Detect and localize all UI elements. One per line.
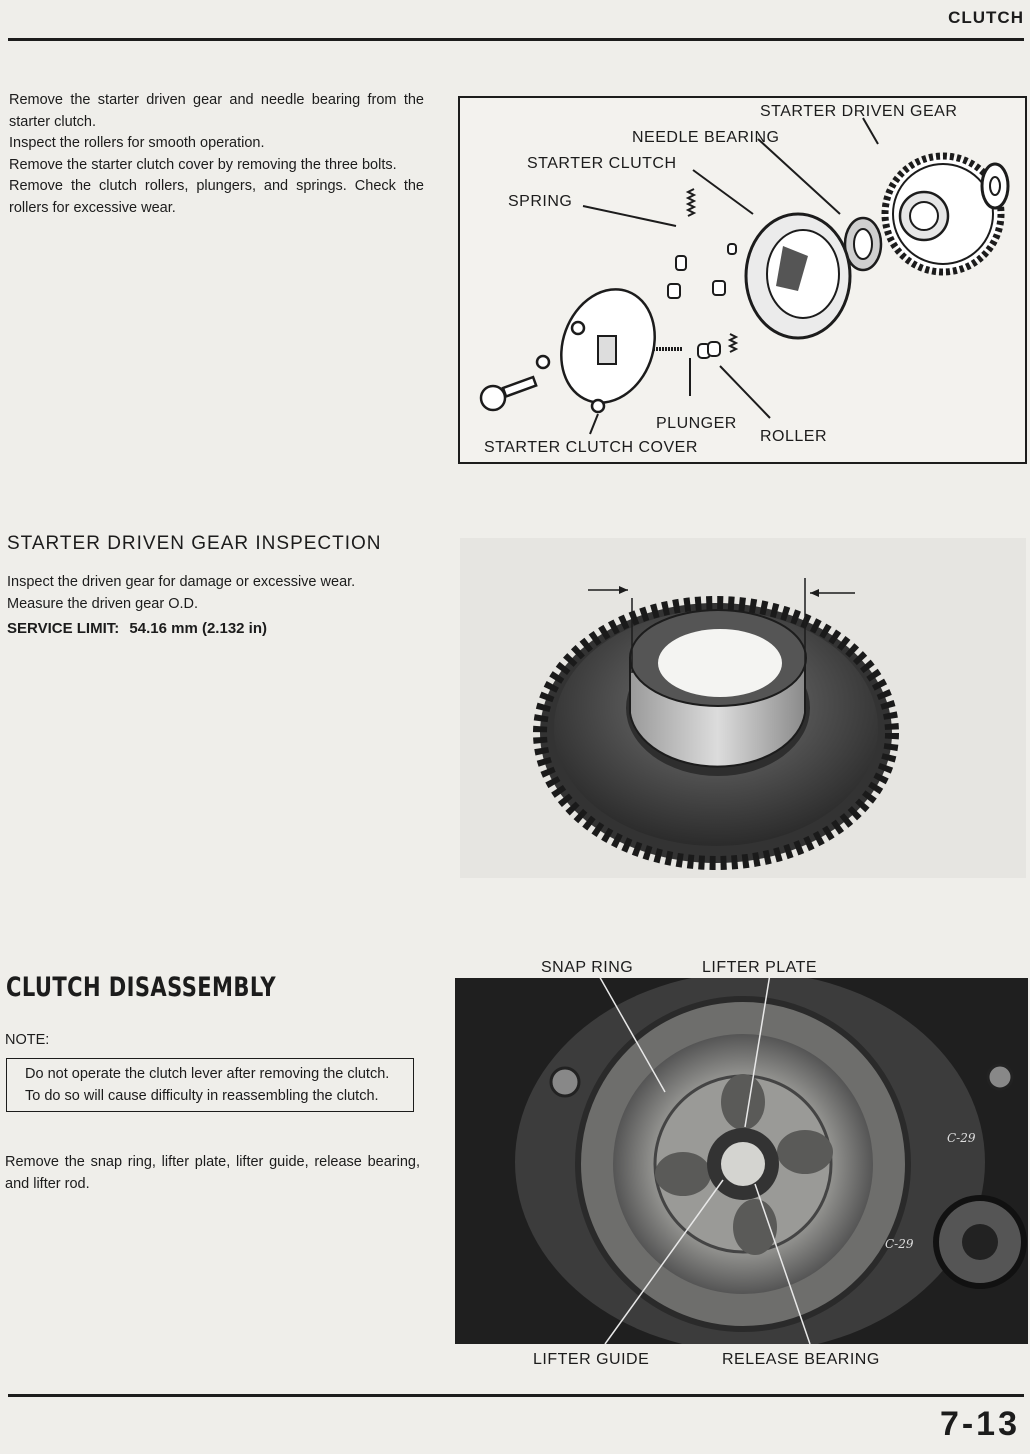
instruction-paragraph: Inspect the driven gear for damage or ex… bbox=[7, 574, 356, 590]
needle-bearing-drawing bbox=[843, 216, 883, 272]
lifter-guide-label: LIFTER GUIDE bbox=[533, 1351, 649, 1368]
driven-gear-inspection-heading: STARTER DRIVEN GEAR INSPECTION bbox=[7, 533, 382, 554]
lifter-plate-label: LIFTER PLATE bbox=[702, 959, 817, 976]
note-text: Do not operate the clutch lever after re… bbox=[25, 1066, 390, 1104]
driven-gear-photo bbox=[460, 538, 1026, 878]
photo-mark: C-29 bbox=[885, 1237, 914, 1251]
driven-gear-drawing bbox=[881, 152, 1005, 276]
instruction-paragraph: Remove the starter driven gear and needl… bbox=[9, 92, 424, 130]
clutch-disassembly-heading: CLUTCH DISASSEMBLY bbox=[6, 972, 276, 1003]
clutch-assembly-photo: C-29 C-29 SNAP RING LIFTER PLATE LIFTER … bbox=[455, 952, 1028, 1374]
header-rule bbox=[8, 38, 1024, 41]
roller-drawings bbox=[667, 243, 737, 359]
instruction-paragraph: Remove the snap ring, lifter plate, lift… bbox=[5, 1154, 420, 1192]
starter-clutch-exploded-diagram: STARTER DRIVEN GEAR NEEDLE BEARING START… bbox=[458, 96, 1027, 464]
clutch-cover-drawing bbox=[560, 288, 656, 404]
photo-mark: C-29 bbox=[947, 1131, 976, 1145]
instruction-paragraph: Inspect the rollers for smooth operation… bbox=[9, 135, 265, 151]
section-title: CLUTCH bbox=[948, 8, 1024, 27]
starter-driven-gear-label: STARTER DRIVEN GEAR bbox=[760, 103, 957, 120]
needle-bearing-label: NEEDLE BEARING bbox=[632, 129, 779, 146]
spring-drawing bbox=[653, 188, 739, 353]
plunger-label: PLUNGER bbox=[656, 415, 737, 432]
spring-label: SPRING bbox=[508, 193, 572, 210]
driven-gear-inspection-text: Inspect the driven gear for damage or ex… bbox=[7, 572, 422, 640]
service-limit-value: 54.16 mm (2.132 in) bbox=[129, 620, 267, 637]
disassembly-instructions: Remove the snap ring, lifter plate, lift… bbox=[5, 1152, 420, 1195]
instruction-paragraph: Remove the clutch rollers, plungers, and… bbox=[9, 178, 424, 216]
service-limit-label: SERVICE LIMIT: bbox=[7, 620, 120, 637]
starter-clutch-drawing bbox=[744, 212, 852, 340]
starter-clutch-label: STARTER CLUTCH bbox=[527, 155, 677, 172]
starter-clutch-instructions: Remove the starter driven gear and needl… bbox=[9, 90, 424, 219]
instruction-paragraph: Remove the starter clutch cover by remov… bbox=[9, 156, 397, 173]
service-limit-spec: SERVICE LIMIT: 54.16 mm (2.132 in) bbox=[7, 618, 422, 640]
page-number: 7-13 bbox=[939, 1405, 1020, 1443]
instruction-paragraph: Measure the driven gear O.D. bbox=[7, 595, 199, 612]
release-bearing-label: RELEASE BEARING bbox=[722, 1351, 880, 1368]
note-box: Do not operate the clutch lever after re… bbox=[6, 1058, 414, 1112]
note-label: NOTE: bbox=[5, 1032, 50, 1048]
snap-ring-label: SNAP RING bbox=[541, 959, 633, 976]
footer-rule bbox=[8, 1394, 1024, 1397]
starter-clutch-cover-label: STARTER CLUTCH COVER bbox=[484, 439, 698, 456]
bolt-drawings bbox=[479, 320, 606, 414]
roller-label: ROLLER bbox=[760, 428, 827, 445]
